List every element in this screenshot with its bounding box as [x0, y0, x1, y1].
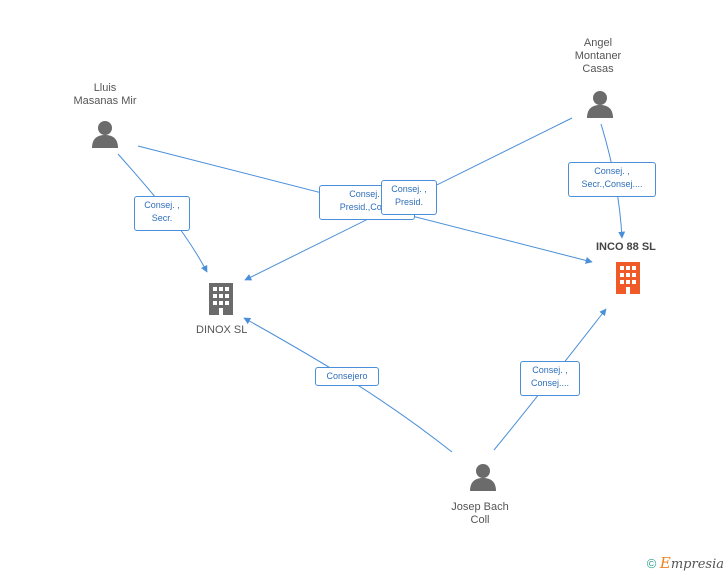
- company-label-inco[interactable]: INCO 88 SL: [596, 241, 656, 253]
- edge-label-lluis-dinox[interactable]: Consej. , Secr.: [134, 196, 190, 231]
- building-icon-inco[interactable]: [616, 262, 640, 294]
- edge-label-josep-inco[interactable]: Consej. , Consej....: [520, 361, 580, 396]
- person-icon-angel[interactable]: [587, 91, 613, 118]
- copyright-icon: ©: [646, 556, 657, 571]
- edge-label-angel-dinox[interactable]: Consej. , Presid.: [381, 180, 437, 215]
- company-label-dinox[interactable]: DINOX SL: [196, 324, 248, 336]
- edge-label-angel-inco[interactable]: Consej. , Secr.,Consej....: [568, 162, 656, 197]
- building-icon-dinox[interactable]: [209, 283, 233, 315]
- person-label-lluis[interactable]: Lluis Masanas Mir: [73, 82, 137, 107]
- person-icon-josep[interactable]: [470, 464, 496, 491]
- person-label-josep[interactable]: Josep Bach Coll: [451, 501, 509, 526]
- person-icon-lluis[interactable]: [92, 121, 118, 148]
- person-label-angel[interactable]: Angel Montaner Casas: [574, 37, 622, 75]
- edge-label-josep-dinox[interactable]: Consejero: [315, 367, 379, 386]
- empresia-watermark: © Empresia: [647, 554, 724, 572]
- empresia-logo: Empresia: [659, 554, 724, 572]
